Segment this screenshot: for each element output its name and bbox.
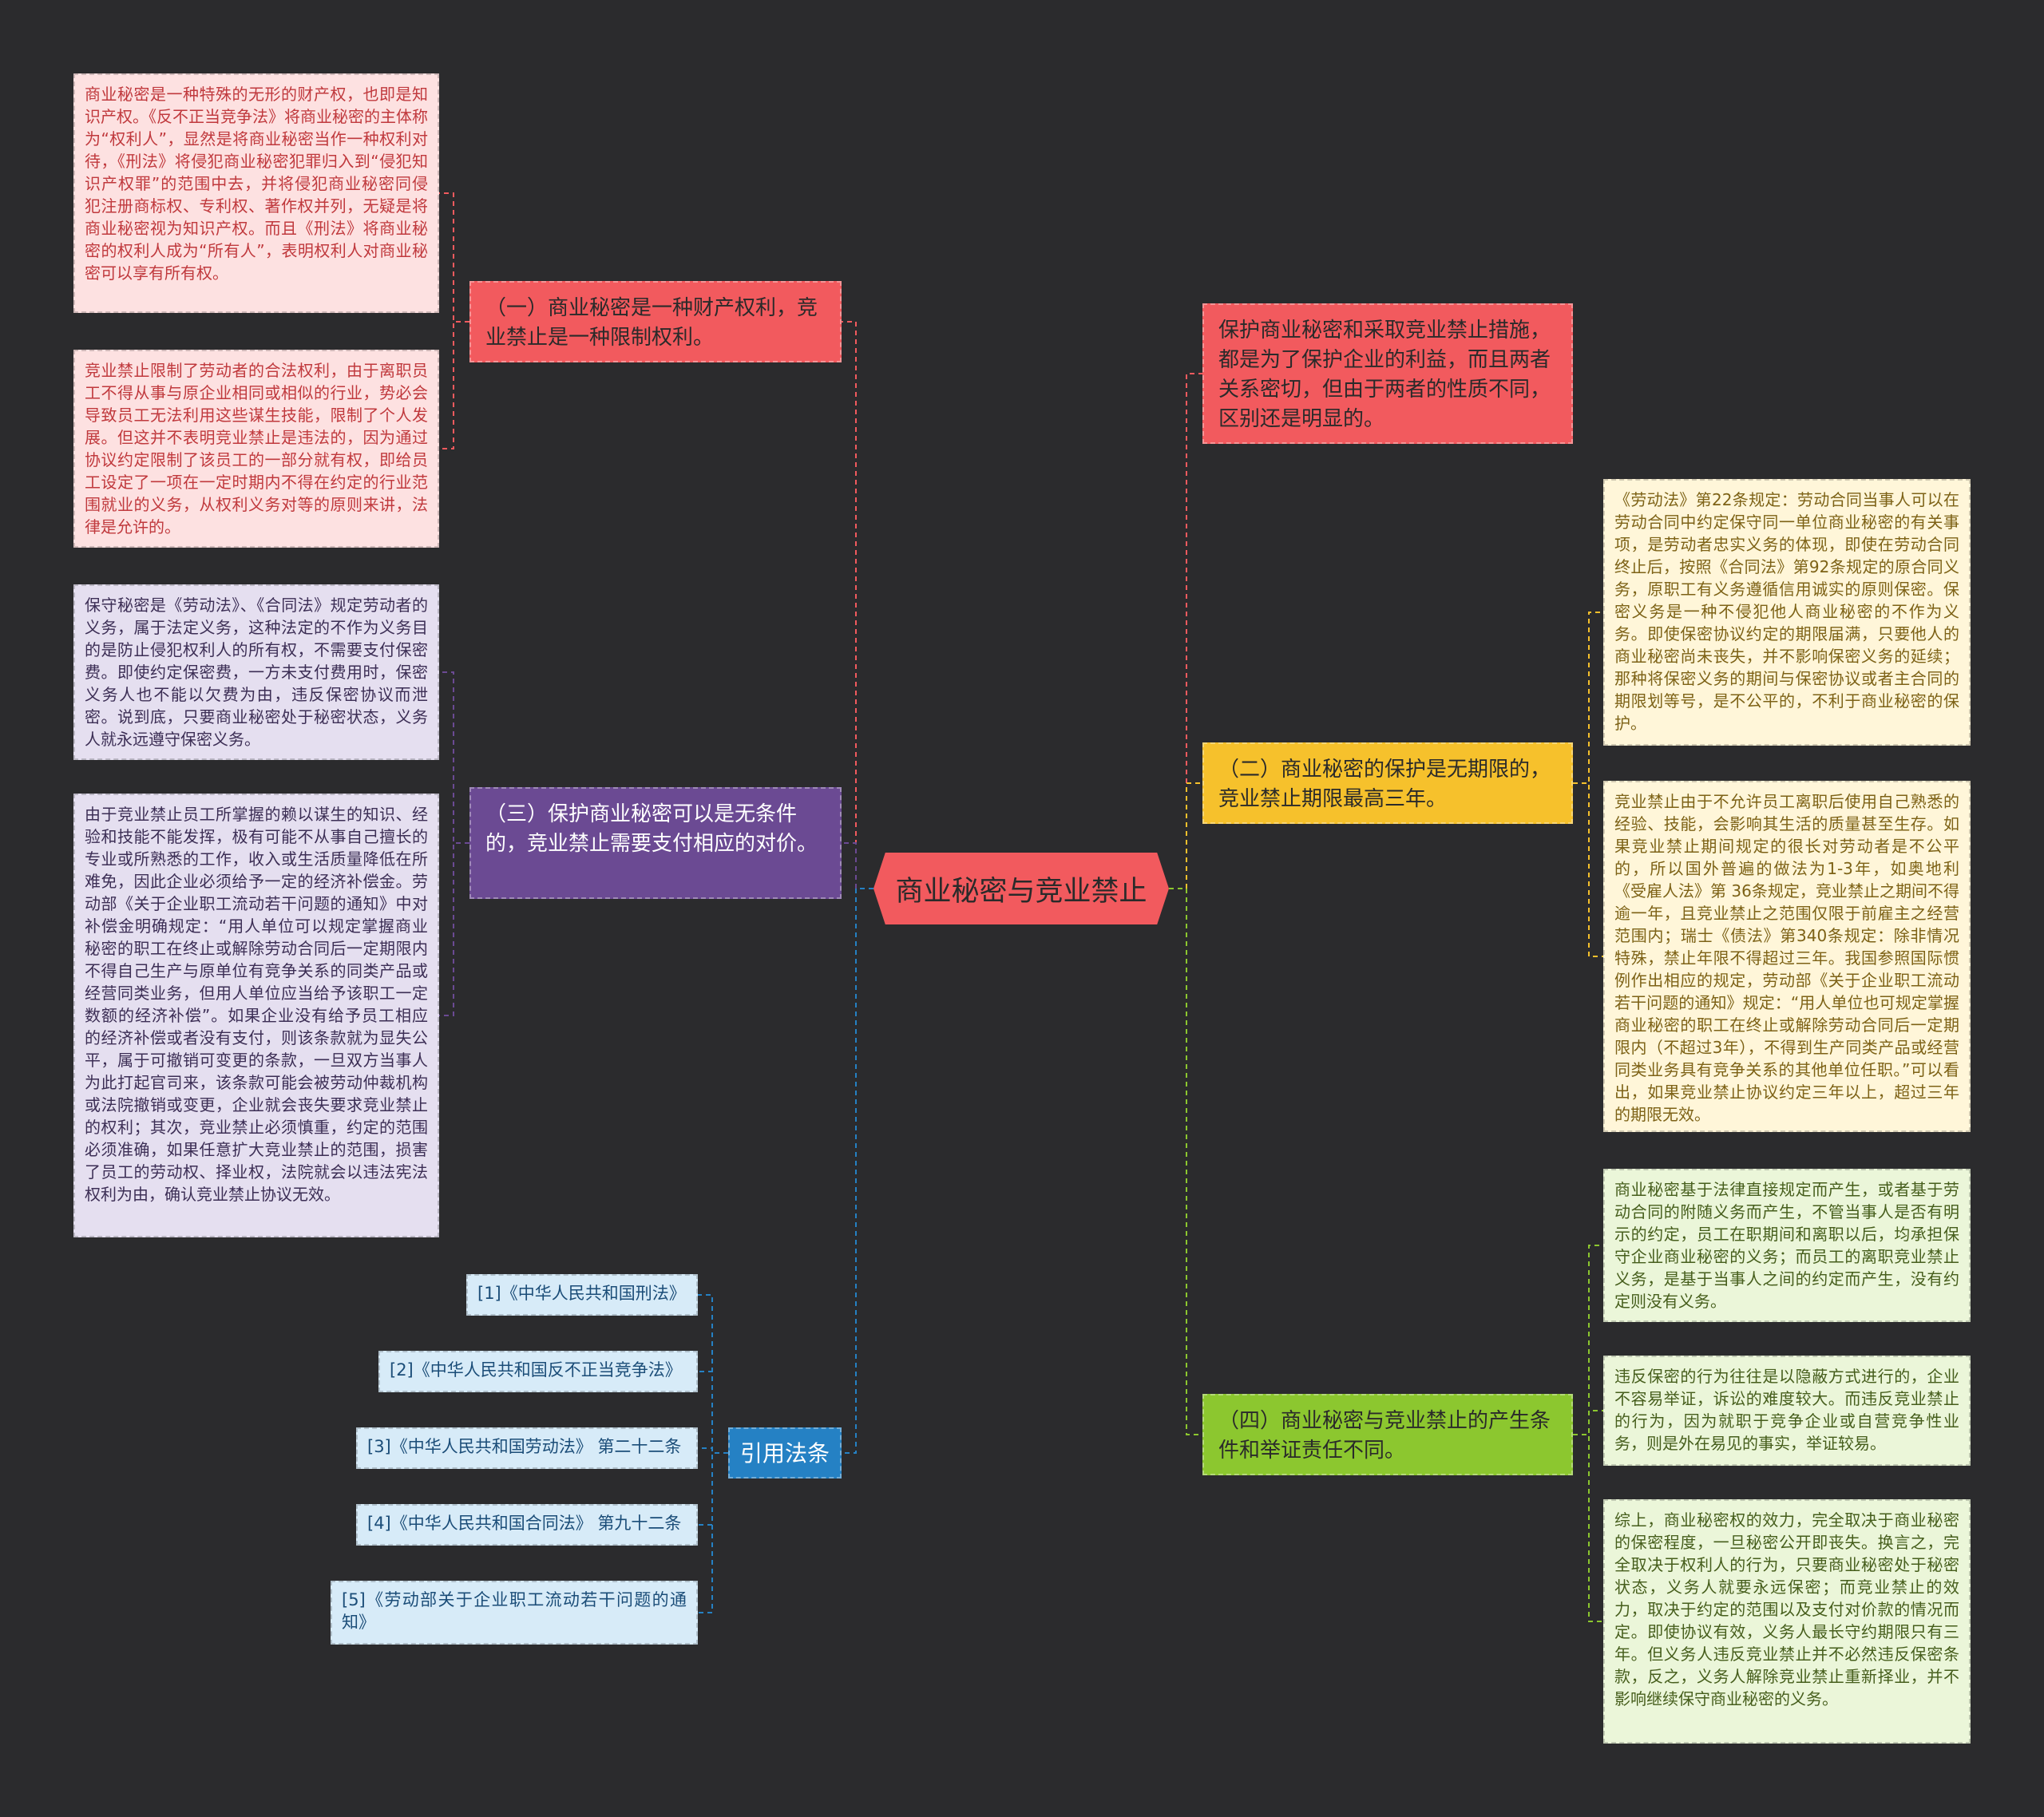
connector-root-b4 [842, 842, 873, 889]
leaf-trade-secret-property: 商业秘密是一种特殊的无形的财产权，也即是知识产权。《反不正当竞争法》将商业秘密的… [73, 73, 439, 313]
connector-root-b6 [842, 888, 873, 1454]
law-reference-item: [4]《中华人民共和国合同法》 第九十二条 [356, 1504, 698, 1546]
connector-b6-r2 [698, 1371, 728, 1454]
law-reference-item: [3]《中华人民共和国劳动法》 第二十二条 [356, 1427, 698, 1469]
branch-duration[interactable]: （二）商业秘密的保护是无期限的，竞业禁止期限最高三年。 [1202, 742, 1573, 824]
connector-root-b3 [1169, 782, 1202, 889]
connector-b3-l5 [1573, 612, 1603, 784]
branch-overview[interactable]: 保护商业秘密和采取竞业禁止措施，都是为了保护企业的利益，而且两者关系密切，但由于… [1202, 303, 1573, 444]
leaf-noncompete-restriction: 竞业禁止限制了劳动者的合法权利，由于离职员工不得从事与原企业相同或相似的行业，势… [73, 350, 439, 548]
branch-conditions-burden[interactable]: （四）商业秘密与竞业禁止的产生条件和举证责任不同。 [1202, 1394, 1573, 1475]
leaf-noncompete-period: 竞业禁止由于不允许员工离职后使用自己熟悉的经验、技能，会影响其生活的质量甚至生存… [1603, 781, 1971, 1132]
connector-b3-l6 [1573, 782, 1603, 957]
connector-b6-r3 [698, 1447, 728, 1454]
law-reference-item: [5]《劳动部关于企业职工流动若干问题的通知》 [331, 1581, 698, 1645]
connector-root-b2 [1169, 373, 1202, 889]
connector-b5-l7 [1573, 1245, 1603, 1435]
root-topic[interactable]: 商业秘密与竞业禁止 [873, 853, 1169, 924]
branch-cited-laws[interactable]: 引用法条 [728, 1427, 842, 1479]
leaf-compensation-rule: 由于竞业禁止员工所掌握的赖以谋生的知识、经验和技能不能发挥，极有可能不从事自己擅… [73, 794, 439, 1237]
connector-root-b1 [842, 321, 873, 889]
leaf-origin-of-duty: 商业秘密基于法律直接规定而产生，或者基于劳动合同的附随义务而产生，不管当事人是否… [1603, 1169, 1971, 1322]
branch-compensation[interactable]: （三）保护商业秘密可以是无条件的，竞业禁止需要支付相应的对价。 [469, 787, 842, 899]
connector-b4-l4 [439, 842, 469, 1016]
connector-b1-l2 [439, 321, 469, 449]
connector-root-b5 [1169, 888, 1202, 1435]
connector-b5-l9 [1573, 1434, 1603, 1622]
branch-property-vs-restriction[interactable]: （一）商业秘密是一种财产权利，竞业禁止是一种限制权利。 [469, 281, 842, 362]
connector-b1-l1 [439, 192, 469, 323]
leaf-labor-law-article-22: 《劳动法》第22条规定：劳动合同当事人可以在劳动合同中约定保守同一单位商业秘密的… [1603, 479, 1971, 746]
law-reference-item: [2]《中华人民共和国反不正当竞争法》 [378, 1351, 698, 1392]
leaf-summary: 综上，商业秘密权的效力，完全取决于商业秘密的保密程度，一旦秘密公开即丧失。换言之… [1603, 1499, 1971, 1744]
leaf-burden-of-proof: 违反保密的行为往往是以隐蔽方式进行的，企业不容易举证，诉讼的难度较大。而违反竞业… [1603, 1356, 1971, 1466]
law-reference-item: [1]《中华人民共和国刑法》 [466, 1274, 698, 1316]
connector-b4-l3 [439, 671, 469, 844]
leaf-confidentiality-duty: 保守秘密是《劳动法》、《合同法》规定劳动者的义务，属于法定义务，这种法定的不作为… [73, 584, 439, 760]
connector-b6-r5 [698, 1452, 728, 1613]
connector-b5-l8 [1573, 1410, 1603, 1435]
